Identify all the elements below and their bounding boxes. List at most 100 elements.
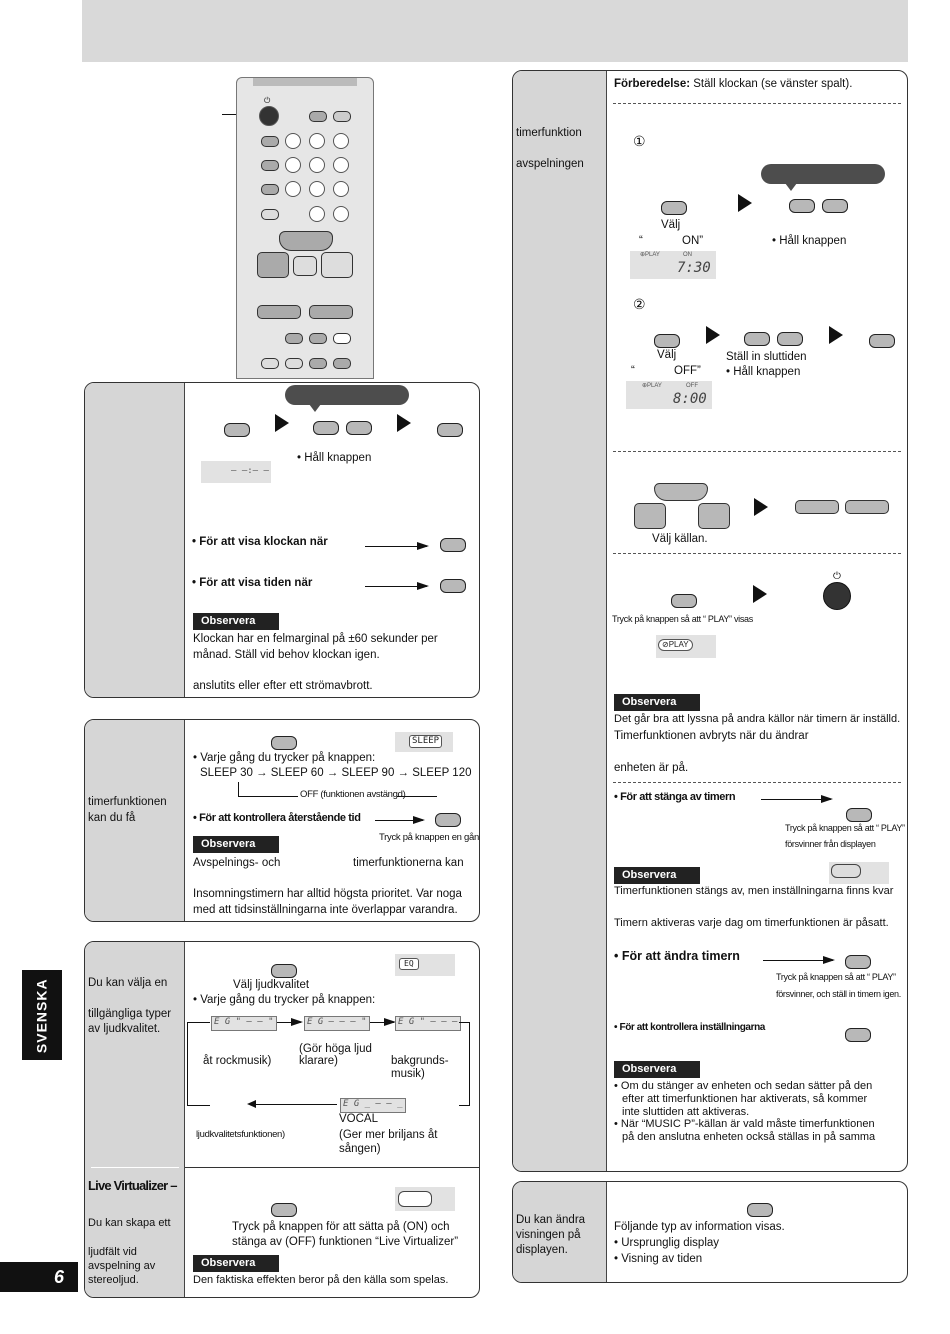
eq-sidebar-text-2: tillgängliga typer: [88, 1008, 172, 1020]
arrow-line: [277, 1018, 303, 1026]
eq-label-3b: musik): [391, 1068, 425, 1080]
eq-button[interactable]: [271, 964, 297, 978]
timer-note-6c: inte sluttiden att aktiveras.: [622, 1106, 750, 1118]
observera-label: Observera: [614, 694, 700, 711]
sleep-button[interactable]: [271, 736, 297, 750]
eq-loop-line-v: [459, 1022, 470, 1106]
display-button[interactable]: [440, 538, 466, 552]
timer-play-button-3[interactable]: [671, 594, 697, 608]
observera-label: Observera: [614, 1061, 700, 1078]
language-label: SVENSKA: [33, 978, 50, 1054]
virtualizer-press: Tryck på knappen för att sätta på (ON) o…: [232, 1221, 450, 1233]
power-button[interactable]: [823, 582, 851, 610]
choose-source: Välj källan.: [652, 533, 708, 545]
timer-change-button[interactable]: [845, 955, 871, 969]
display-button-2[interactable]: [440, 579, 466, 593]
on-quote: “: [639, 235, 643, 247]
sleep-sidebar-text-2: kan du få: [88, 812, 136, 824]
sleep-loop-line: [238, 782, 239, 796]
eq-mode-4: E G _ – – _: [340, 1098, 406, 1113]
tuning-up-button-2[interactable]: [777, 332, 803, 346]
clock-sidebar: [85, 383, 185, 697]
clock-note-1: Klockan har en felmarginal på ±60 sekund…: [193, 633, 438, 645]
tuning-up-button[interactable]: [346, 421, 372, 435]
eq-label-1: åt rockmusik): [203, 1055, 272, 1067]
play-display: ⊘PLAY: [656, 635, 716, 658]
timer-note-6b: efter att timerfunktionen har aktiverats…: [622, 1093, 868, 1105]
tuning-down-button[interactable]: [313, 421, 339, 435]
display-sidebar-2: visningen på: [516, 1229, 581, 1241]
display-sidebar-3: displayen.: [516, 1244, 568, 1256]
page-number-tab: 6: [0, 1262, 78, 1292]
virtualizer-press-2: stänga av (OFF) funktionen “Live Virtual…: [232, 1236, 459, 1248]
sleep-note-2: Insomningstimern har alltid högsta prior…: [193, 888, 462, 900]
timer-sidebar-2: avspelningen: [516, 158, 584, 170]
timer-play-button[interactable]: [661, 201, 687, 215]
sleep-loop-line-h: [238, 796, 298, 797]
timer-off-button[interactable]: [846, 808, 872, 822]
power-icon: ⏻: [833, 571, 841, 582]
eq-sidebar: [85, 942, 185, 1297]
select-text: Välj: [661, 219, 681, 231]
blank-display: [829, 862, 889, 884]
eq-display: EQ: [395, 954, 455, 976]
hold-text: • Håll knappen: [772, 235, 847, 247]
sleep-display: SLEEP: [395, 732, 453, 752]
sleep-check-button[interactable]: [435, 813, 461, 827]
remote-power-button: [259, 106, 279, 126]
arrow-line: [370, 1018, 396, 1026]
power-icon: ⏻: [264, 96, 271, 105]
arrow-line: [365, 542, 429, 550]
tuning-up-button[interactable]: [822, 199, 848, 213]
sleep-note-3: med att tidsinställningarna inte överlap…: [193, 904, 458, 916]
tuning-down-button[interactable]: [789, 199, 815, 213]
change-desc-1: Tryck på knappen så att “ PLAY”: [776, 972, 896, 982]
arrow-right-icon: [829, 326, 843, 344]
virtualizer-button[interactable]: [271, 1203, 297, 1217]
eq-vocal-desc-2: sången): [339, 1143, 381, 1155]
clock-display: – –:– –: [201, 461, 271, 483]
display-mode-button[interactable]: [747, 1203, 773, 1217]
divider: [613, 451, 901, 452]
timer-note-7b: på den anslutna enheten också ställas in…: [622, 1131, 876, 1143]
turn-off-desc-2: försvinner från displayen: [785, 839, 876, 849]
clock-section: – –:– – • Håll knappen • För att visa kl…: [84, 382, 480, 698]
virtualizer-title: Live Virtualizer –: [88, 1178, 177, 1193]
function-button-right[interactable]: [698, 503, 730, 529]
section-divider: [185, 1167, 479, 1168]
hold-text-2: • Håll knappen: [726, 366, 801, 378]
volume-down-button[interactable]: [795, 500, 839, 514]
clock-confirm-button[interactable]: [437, 423, 463, 437]
virtualizer-sidebar-4: stereoljud.: [88, 1274, 139, 1286]
eq-off-desc: ljudkvalitetsfunktionen): [196, 1129, 285, 1140]
observera-label: Observera: [614, 867, 700, 884]
volume-up-button[interactable]: [845, 500, 889, 514]
timer-check-button[interactable]: [845, 1028, 871, 1042]
press-play-text: Tryck på knappen så att “ PLAY” visas: [612, 614, 753, 624]
clock-button[interactable]: [224, 423, 250, 437]
turn-off-text: • För att stänga av timern: [614, 791, 736, 803]
eq-vocal-desc-1: (Ger mer briljans åt: [339, 1129, 438, 1141]
eq-mode-2: E G – – – ": [304, 1016, 370, 1031]
change-timer-text: • För att ändra timern: [614, 949, 740, 963]
timer-sidebar-1: timerfunktion: [516, 127, 582, 139]
show-clock-text: • För att visa klockan när: [192, 536, 328, 548]
timer-preparation: Förberedelse: Ställ klockan (se vänster …: [614, 78, 853, 90]
arrow-line: [375, 816, 425, 824]
off-quote: “: [631, 365, 635, 377]
timer-confirm-button[interactable]: [869, 334, 895, 348]
language-tab: SVENSKA: [22, 970, 62, 1060]
eq-choose: Välj ljudkvalitet: [233, 979, 310, 991]
timer-note-7a: • När “MUSIC P”-källan är vald måste tim…: [614, 1118, 875, 1130]
timer-play-button-2[interactable]: [654, 334, 680, 348]
header-band: [82, 0, 908, 62]
arrow-right-icon: [753, 585, 767, 603]
function-button-left[interactable]: [634, 503, 666, 529]
timer-off-display: ⊕PLAY OFF 8:00: [626, 381, 712, 409]
display-following: Följande typ av information visas.: [614, 1221, 785, 1233]
sleep-sequence: SLEEP 30 → SLEEP 60 → SLEEP 90 → SLEEP 1…: [200, 767, 472, 779]
observera-label: Observera: [193, 613, 279, 630]
function-button-top[interactable]: [654, 483, 708, 501]
eq-vocal: VOCAL: [339, 1113, 378, 1125]
tuning-down-button-2[interactable]: [744, 332, 770, 346]
